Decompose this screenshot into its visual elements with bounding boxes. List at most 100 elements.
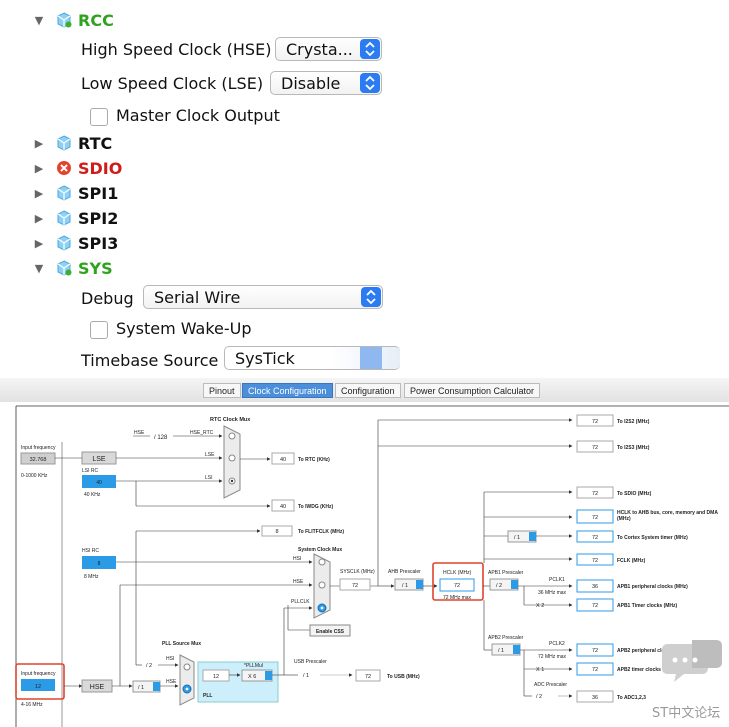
sysmux-pllclk-label: PLLCLK xyxy=(291,599,310,605)
peripheral-cube-icon xyxy=(57,235,71,251)
peripheral-cube-icon xyxy=(57,135,71,151)
i2s3-output-value: 72 xyxy=(592,445,598,451)
pll-source-mux[interactable] xyxy=(179,654,195,706)
collapsed-arrow-icon[interactable]: ▶ xyxy=(34,136,44,150)
pll-block xyxy=(197,661,279,703)
tree-item-sys[interactable]: ▼ SYS xyxy=(32,256,113,280)
peripheral-cube-icon xyxy=(57,210,71,226)
tab-configuration[interactable]: Configuration xyxy=(335,383,401,398)
apb2-timer-output-box xyxy=(576,662,614,676)
input-frequency-lse-label: Input frequency xyxy=(21,445,56,451)
tree-item-spi2[interactable]: ▶ SPI2 xyxy=(32,206,119,230)
hse-divider-value: / 1 xyxy=(138,685,144,691)
rtc-mux[interactable] xyxy=(223,425,241,499)
apb1-timer-output-box xyxy=(576,598,614,612)
rtc-lse-input-label: LSE xyxy=(205,452,215,458)
collapsed-arrow-icon[interactable]: ▶ xyxy=(34,211,44,225)
sysclk-label: SYSCLK (MHz) xyxy=(340,569,375,575)
tab-pinout[interactable]: Pinout xyxy=(203,383,241,398)
apb2-periph-label: APB2 peripheral clocks (MHz) xyxy=(617,648,688,654)
rtc-output-text: 40 xyxy=(280,457,286,463)
enable-css-button[interactable] xyxy=(309,624,351,637)
to-i2s2-label: To I2S2 (MHz) xyxy=(617,419,650,425)
debug-select[interactable]: Serial Wire xyxy=(143,285,383,309)
timebase-select[interactable]: SysTick xyxy=(224,346,400,370)
adc-output-box xyxy=(576,690,614,703)
lse-label: Low Speed Clock (LSE) xyxy=(81,74,264,93)
timebase-select-value: SysTick xyxy=(235,349,295,368)
to-adc-label: To ADC1,2,3 xyxy=(617,695,646,701)
apb1-prescaler-label: APB1 Prescaler xyxy=(488,570,524,576)
wakeup-label: System Wake-Up xyxy=(116,319,252,338)
sysclk-value-box xyxy=(339,578,371,591)
ahb-prescaler-label: AHB Prescaler xyxy=(388,569,421,575)
to-usb-label: To USB (MHz) xyxy=(387,674,420,680)
hclk-input[interactable] xyxy=(439,578,475,592)
rtc-lsi-input-label: LSI xyxy=(205,475,213,481)
hsi-rc-block[interactable] xyxy=(82,556,116,569)
hse-frequency-value: 12 xyxy=(35,684,41,690)
enable-css-label: Enable CSS xyxy=(316,629,345,635)
sdio-output-box xyxy=(576,486,614,499)
lse-select[interactable]: Disable xyxy=(270,71,382,95)
fclk-label: FCLK (MHz) xyxy=(617,558,646,564)
iwdg-output-text: 40 xyxy=(280,504,286,510)
apb2-timer-label: APB2 timer clocks (MHz) xyxy=(617,667,676,673)
sysmux-hsi-label: HSI xyxy=(293,556,301,562)
hse-select[interactable]: Crysta... xyxy=(275,37,382,61)
apb1-periph-label: APB1 peripheral clocks (MHz) xyxy=(617,584,688,590)
tab-clock-configuration[interactable]: Clock Configuration xyxy=(242,383,333,398)
tree-label: SPI3 xyxy=(78,233,119,253)
lsi-rc-block[interactable] xyxy=(82,475,116,488)
adc-prescaler-label: ADC Prescaler xyxy=(534,682,567,688)
apb2-prescaler-value: / 1 xyxy=(498,648,504,654)
hse-rtc-label: HSE_RTC xyxy=(190,430,214,436)
i2s2-output-value: 72 xyxy=(592,419,598,425)
hclk-label: HCLK (MHz) xyxy=(443,570,472,576)
collapsed-arrow-icon[interactable]: ▶ xyxy=(34,236,44,250)
apb1-timer-label: APB1 Timer clocks (MHz) xyxy=(617,603,678,609)
ahb-prescaler-value: / 1 xyxy=(402,583,408,589)
pclk1-label: PCLK1 xyxy=(549,577,565,583)
expanded-arrow-icon[interactable]: ▼ xyxy=(34,261,44,275)
wakeup-checkbox[interactable] xyxy=(90,321,108,339)
lse-frequency-input[interactable] xyxy=(20,452,56,465)
tree-item-rtc[interactable]: ▶ RTC xyxy=(32,131,113,155)
mco-label: Master Clock Output xyxy=(116,106,280,125)
tree-item-sdio[interactable]: ▶ SDIO xyxy=(32,156,123,180)
expanded-arrow-icon[interactable]: ▼ xyxy=(34,13,44,27)
chat-bubble-icon[interactable] xyxy=(662,640,722,684)
hse-frequency-input[interactable] xyxy=(21,679,55,691)
select-chevron-icon xyxy=(361,287,381,307)
pll-input-box xyxy=(202,669,230,682)
to-flitfclk-label: To FLITFCLK (MHz) xyxy=(298,529,344,535)
lsi-rc-label: LSI RC xyxy=(82,468,99,474)
tree-label: SPI1 xyxy=(78,183,119,203)
select-chevron-icon xyxy=(511,580,518,589)
collapsed-arrow-icon[interactable]: ▶ xyxy=(34,186,44,200)
select-chevron-icon xyxy=(529,532,536,541)
pclk1-max: 36 MHz max xyxy=(538,590,567,596)
fclk-output-value: 72 xyxy=(592,558,598,564)
adc-prescaler-value: / 2 xyxy=(536,694,542,700)
pclk2-max: 72 MHz max xyxy=(538,654,567,660)
hclk-ahb-output-box xyxy=(576,509,614,524)
to-sdio-label: To SDIO (MHz) xyxy=(617,491,652,497)
hclk-ahb-label: HCLK to AHB bus, core, memory and DMA (M… xyxy=(617,510,718,522)
select-chevron-icon xyxy=(265,671,272,680)
pll-input-value: 12 xyxy=(213,674,219,680)
tree-item-spi3[interactable]: ▶ SPI3 xyxy=(32,231,119,255)
tree-item-spi1[interactable]: ▶ SPI1 xyxy=(32,181,119,205)
hclk-max: 72 MHz max xyxy=(443,595,472,601)
hse-select-value: Crysta... xyxy=(286,40,353,59)
collapsed-arrow-icon[interactable]: ▶ xyxy=(34,161,44,175)
flitfclk-output-value xyxy=(261,525,293,537)
tab-power-consumption-calculator[interactable]: Power Consumption Calculator xyxy=(404,383,541,398)
usb-prescaler-value: / 1 xyxy=(303,673,309,679)
error-icon xyxy=(57,161,71,175)
select-chevron-icon xyxy=(360,347,382,369)
hsi-rc-value: 8 xyxy=(98,561,101,567)
mco-checkbox[interactable] xyxy=(90,108,108,126)
tree-item-rcc[interactable]: ▼ RCC xyxy=(32,8,114,32)
cortex-divider-text: / 1 xyxy=(514,535,520,541)
